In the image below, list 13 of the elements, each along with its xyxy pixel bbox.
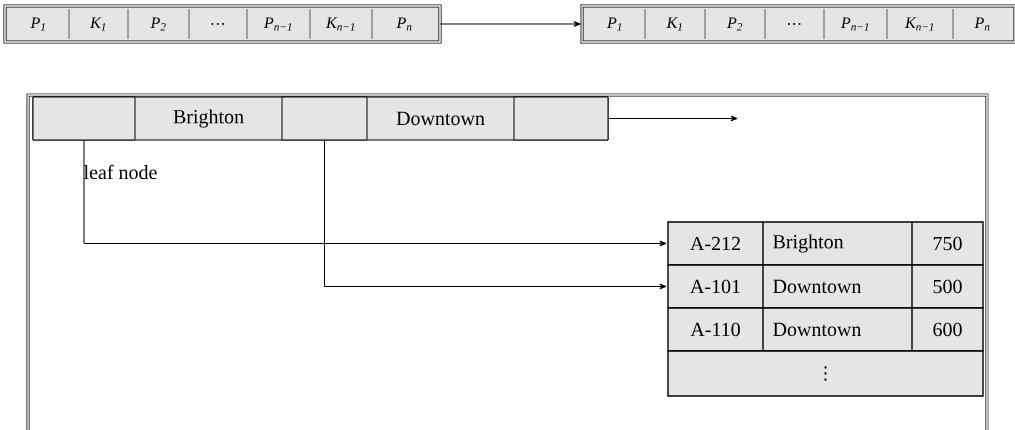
arrow [439,21,581,27]
record-row: A-212 Brighton 750 [667,221,984,266]
arrow [83,140,667,247]
pointer-cell [281,96,368,141]
arrow [324,140,667,290]
pointer-node: P$_{1}$ K$_{1}$ P$_{2}$ … P$_{n−1}$ K$_{n−1}$ P$_{n}$ [3,4,442,44]
pointer-node: P$_{1}$ K$_{1}$ P$_{2}$ … P$_{n−1}$ K$_{n−1}$ P$_{n}$ [580,4,1015,44]
record-row: A-110 Downtown 600 [667,307,984,352]
record-row: ⋮ [667,350,984,397]
arrow [608,115,738,122]
pointer-cell [32,96,136,141]
record-row: A-101 Downtown 500 [667,264,984,309]
pointer-cell [513,96,609,141]
